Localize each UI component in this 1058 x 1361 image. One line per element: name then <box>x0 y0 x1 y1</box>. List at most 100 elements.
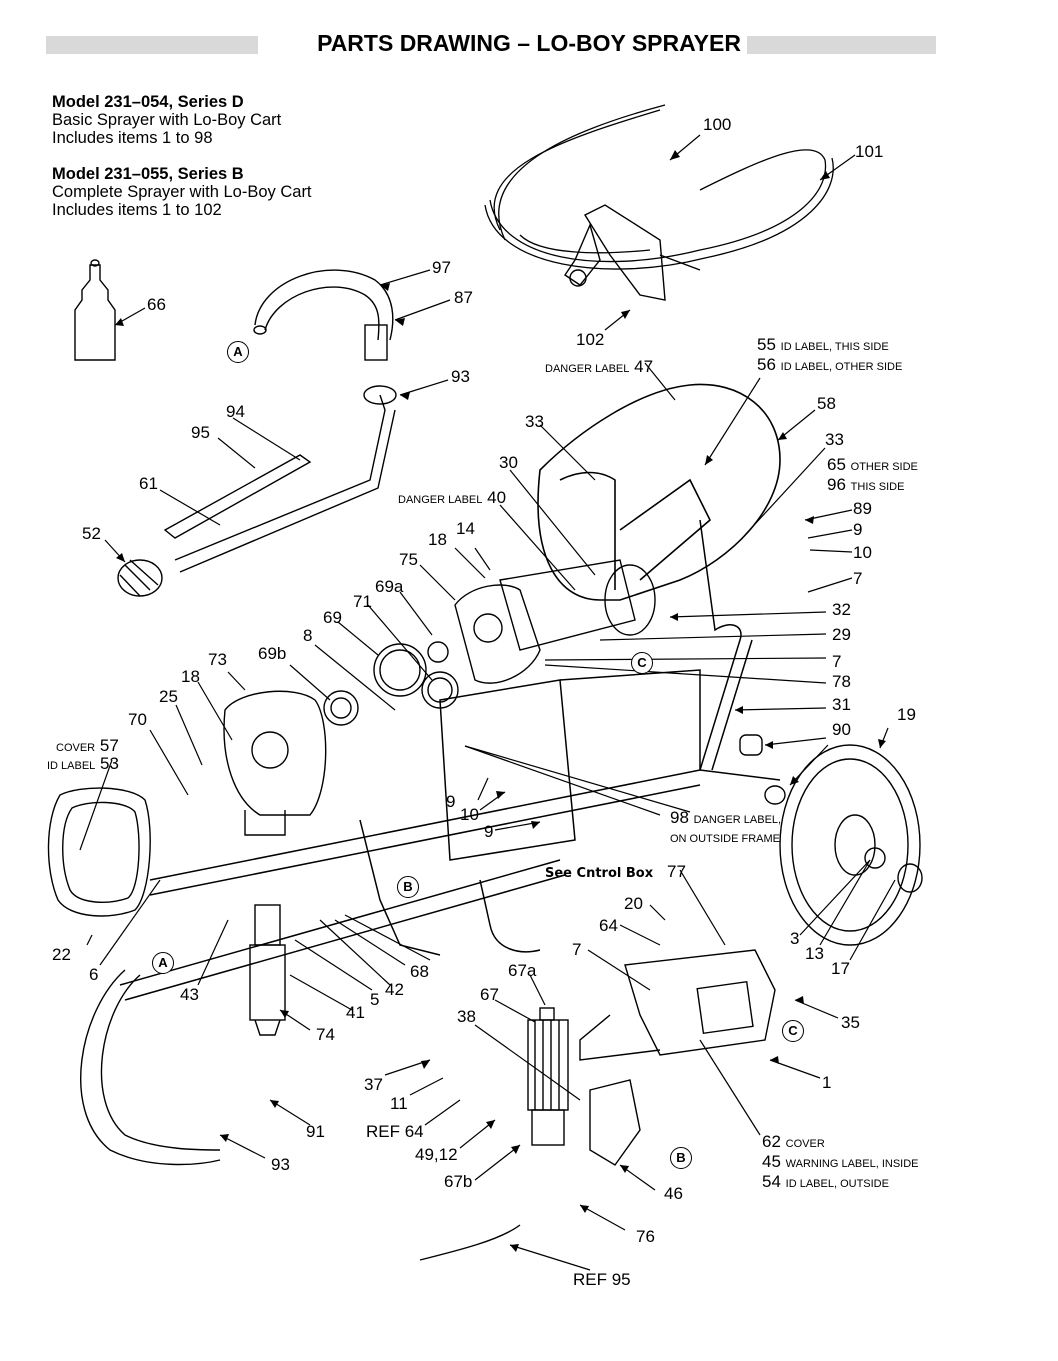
ref-bubble-a-bottom: A <box>152 952 174 974</box>
callout-10b: 10 <box>460 805 479 824</box>
callout-7a: 7 <box>853 569 863 588</box>
callout-47: DANGER LABEL 47 <box>545 357 654 376</box>
callout-78: 78 <box>832 672 851 691</box>
callout-9b: 9 <box>446 792 456 811</box>
callout-53: ID LABEL 53 <box>47 754 119 773</box>
callout-69a: 69a <box>375 577 404 596</box>
callout-30: 30 <box>499 453 518 472</box>
callout-41: 41 <box>346 1003 365 1022</box>
callout-62: 62 COVER <box>762 1132 825 1151</box>
header-bar-right <box>724 36 936 54</box>
callout-43: 43 <box>180 985 199 1004</box>
callout-77: 77 <box>667 862 686 881</box>
callout-55: 55 ID LABEL, THIS SIDE <box>757 335 889 354</box>
motor-housing <box>537 383 781 601</box>
ref-bubble-b-top: B <box>397 876 419 898</box>
callout-46: 46 <box>664 1184 683 1203</box>
callout-97: 97 <box>432 258 451 277</box>
callout-19: 19 <box>897 705 916 724</box>
callout-67: 67 <box>480 985 499 1004</box>
callout-90: 90 <box>832 720 851 739</box>
callout-98: 98 DANGER LABEL, <box>670 808 782 827</box>
callout-101: 101 <box>855 142 884 161</box>
motor-body <box>499 559 656 651</box>
gear-housing <box>454 584 541 684</box>
header-bar-left <box>46 36 258 54</box>
callout-61: 61 <box>139 474 158 493</box>
bottle <box>74 259 116 361</box>
pump <box>249 904 286 1036</box>
callout-18b: 18 <box>181 667 200 686</box>
callout-14: 14 <box>456 519 475 538</box>
model-1-items: Includes items 1 to 98 <box>52 129 213 147</box>
callout-57: COVER 57 <box>56 736 119 755</box>
callout-93a: 93 <box>451 367 470 386</box>
callout-25: 25 <box>159 687 178 706</box>
callout-35: 35 <box>841 1013 860 1032</box>
callout-7b: 7 <box>832 652 842 671</box>
callout-33b: 33 <box>825 430 844 449</box>
callout-37: 37 <box>364 1075 383 1094</box>
callout-31: 31 <box>832 695 851 714</box>
callout-89: 89 <box>853 499 872 518</box>
callout-95: 95 <box>191 423 210 442</box>
callout-ref64: REF 64 <box>366 1122 424 1141</box>
callout-96: 96 THIS SIDE <box>827 475 905 494</box>
callout-32: 32 <box>832 600 851 619</box>
callout-20: 20 <box>624 894 643 913</box>
suction-hose <box>80 969 221 1166</box>
strainer <box>117 559 163 597</box>
callout-17: 17 <box>831 959 850 978</box>
callout-58: 58 <box>817 394 836 413</box>
callout-74: 74 <box>316 1025 335 1044</box>
cover-plate <box>47 787 151 917</box>
callout-65: 65 OTHER SIDE <box>827 455 918 474</box>
callout-13: 13 <box>805 944 824 963</box>
model-2-desc: Complete Sprayer with Lo-Boy Cart <box>52 183 312 201</box>
control-box <box>579 949 776 1061</box>
callout-42: 42 <box>385 980 404 999</box>
callout-70: 70 <box>128 710 147 729</box>
callout-29: 29 <box>832 625 851 644</box>
bracket <box>589 1079 641 1166</box>
callout-7c: 7 <box>572 940 582 959</box>
callout-6: 6 <box>89 965 99 984</box>
callout-22: 22 <box>52 945 71 964</box>
callout-69: 69 <box>323 608 342 627</box>
callout-67a: 67a <box>508 961 537 980</box>
callout-71: 71 <box>353 592 372 611</box>
spray-gun <box>564 204 701 301</box>
model-2-items: Includes items 1 to 102 <box>52 201 222 219</box>
suction-tube <box>253 269 394 361</box>
ref-bubble-b-bottom: B <box>670 1147 692 1169</box>
page-title: PARTS DRAWING – LO-BOY SPRAYER <box>0 30 1058 57</box>
callout-75: 75 <box>399 550 418 569</box>
callout-91: 91 <box>306 1122 325 1141</box>
front-cover <box>223 690 327 836</box>
callout-33a: 33 <box>525 412 544 431</box>
callout-9c: 9 <box>484 822 494 841</box>
callout-56: 56 ID LABEL, OTHER SIDE <box>757 355 903 374</box>
callout-1: 1 <box>822 1073 832 1092</box>
gears <box>323 641 459 726</box>
ref-bubble-c-bottom: C <box>782 1020 804 1042</box>
callout-64: 64 <box>599 916 618 935</box>
leader-lines <box>79 134 896 1271</box>
callout-10a: 10 <box>853 543 872 562</box>
return-tube <box>163 385 397 573</box>
callout-18a: 18 <box>428 530 447 549</box>
wheel <box>739 734 923 946</box>
callout-49-12: 49,12 <box>415 1145 458 1164</box>
ref-bubble-a-top: A <box>227 341 249 363</box>
cart-frame <box>119 519 781 1001</box>
callout-40: DANGER LABEL 40 <box>398 488 507 507</box>
callout-11: 11 <box>390 1094 408 1113</box>
model-2-name: Model 231–055, Series B <box>52 165 244 183</box>
model-1-name: Model 231–054, Series D <box>52 93 244 111</box>
tube-ref95 <box>419 1224 521 1261</box>
control-box-note: See Cntrol Box <box>545 866 654 881</box>
callout-38: 38 <box>457 1007 476 1026</box>
model-info: Model 231–054, Series D Basic Sprayer wi… <box>52 93 312 219</box>
callout-67b: 67b <box>444 1172 473 1191</box>
callout-94: 94 <box>226 402 245 421</box>
